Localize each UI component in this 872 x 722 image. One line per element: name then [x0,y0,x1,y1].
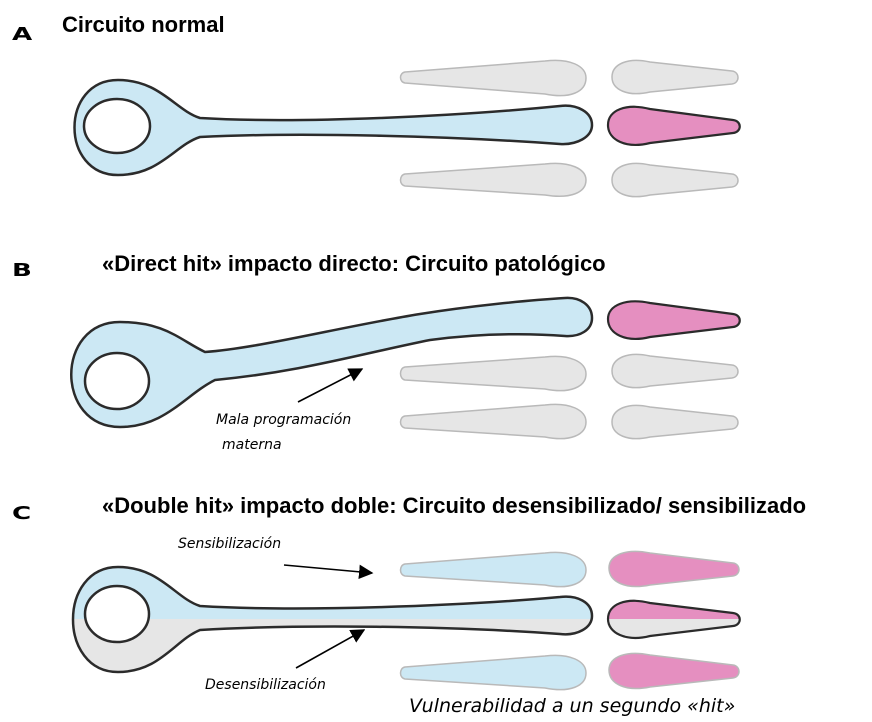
panel-b-letter: B [12,260,32,281]
panel-a-nucleus [84,99,150,153]
panel-c-sensitization-label: Sensibilización [178,536,281,552]
panel-b-terminal-grey [401,404,587,438]
panel-a-circuit [75,60,740,196]
panel-b-arrow [298,369,362,402]
panel-a-neuron [75,80,593,175]
panel-c-letter: C [12,503,31,524]
panel-c-desensitization-label: Desensibilización [205,677,326,693]
panel-c-nucleus [85,586,149,642]
panel-b-terminal-grey [401,356,587,390]
panel-c-title: «Double hit» impacto doble: Circuito des… [102,493,806,519]
panel-a-letter: A [12,24,32,45]
panel-b-dendrite-pink [608,301,740,338]
panel-c-circuit [73,551,740,689]
panel-b-dendrite-grey [612,405,738,438]
panel-a-terminal-grey [401,163,587,196]
panel-c-desensitization-arrow [296,630,364,668]
panel-c-dendrite-pink [609,551,739,586]
panel-c-dendrite-split [608,601,740,638]
panel-b-circuit [71,298,740,439]
panel-c-terminal-blue [401,552,587,586]
panel-a-title: Circuito normal [62,12,225,38]
panel-c-sensitization-arrow [284,565,372,573]
panel-c-terminal-blue [401,655,587,689]
panel-c-dendrite-pink [609,653,739,688]
panel-b-dendrite-grey [612,354,738,387]
panel-b-annotation-line1: Mala programación [216,412,351,428]
panel-b-annotation-line2: materna [222,437,282,453]
panel-b-title: «Direct hit» impacto directo: Circuito p… [102,251,606,277]
panel-a-dendrite-grey [612,60,738,93]
panel-a-dendrite-pink [608,107,740,145]
panel-c-vulnerability-label: Vulnerabilidad a un segundo «hit» [409,695,735,717]
panel-a-dendrite-grey [612,163,738,196]
panel-a-terminal-grey [401,60,587,95]
panel-b-nucleus [85,353,149,409]
